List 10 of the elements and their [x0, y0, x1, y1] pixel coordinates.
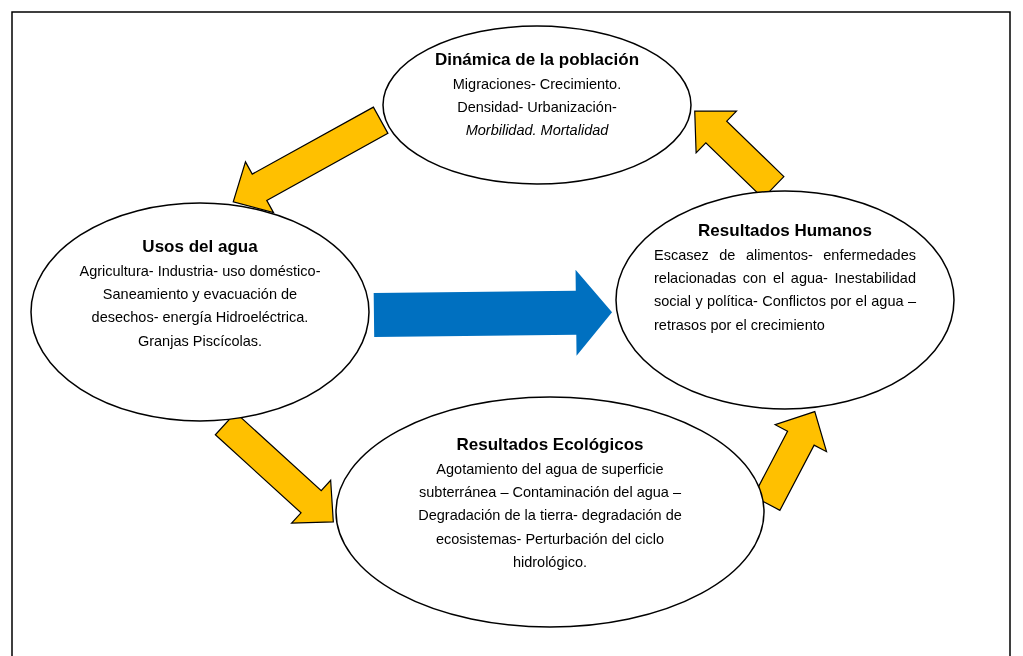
- block-arrow: [232, 106, 389, 214]
- node-heading: Resultados Humanos: [698, 220, 872, 242]
- node-description: Escasez de alimentos- enfermedades relacionadas con el agua- Inestabilidad social y política- Conflictos por el agua –retrasos por el crecimiento: [654, 246, 916, 335]
- node-description: Agotamiento del agua de superficie subterránea – Contaminación del agua – Degradación de la tierra- degradación de ecosistemas- Perturbación del ciclo hidrológico.: [417, 460, 683, 572]
- node-heading: Dinámica de la población: [434, 49, 640, 71]
- node-heading: Usos del agua: [142, 236, 258, 258]
- block-arrow: [373, 269, 613, 356]
- node-description: Agricultura- Industria- uso doméstico- Saneamiento y evacuación de desechos- energía Hidroeléctrica. Granjas Piscícolas.: [78, 262, 322, 351]
- node-heading: Resultados Ecológicos: [456, 434, 644, 456]
- node-description: Migraciones- Crecimiento. Densidad- Urbanización- Morbilidad. Mortalidad: [451, 75, 623, 141]
